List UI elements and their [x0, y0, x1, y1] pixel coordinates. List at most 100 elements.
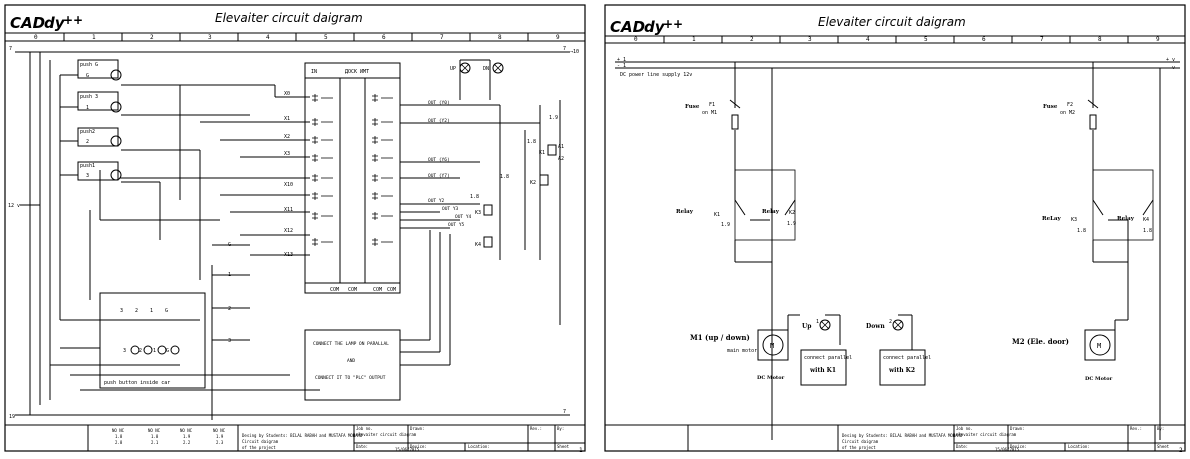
dc-motor-icon [1089, 334, 1111, 356]
top-bus-arrow: →10 [570, 49, 579, 55]
col-label: 3 [808, 36, 812, 43]
lamp-icon [130, 345, 140, 355]
svg-text:CAD: CAD [610, 18, 645, 36]
lamp-down-icon [892, 319, 904, 331]
lamp-icon [110, 101, 122, 113]
svg-text:X11: X11 [284, 207, 293, 213]
svg-text:OUT Y4: OUT Y4 [455, 214, 472, 220]
down-sup: 2 [889, 319, 892, 325]
sheet-2-border [604, 4, 1186, 452]
plc-input-labels: X0 X1 X2 X3 X10 X11 X12 X13 [284, 91, 293, 258]
plc-block [304, 62, 401, 294]
top-bus-right-label: 7 [563, 46, 566, 52]
sheet-1-column-ruler: 0 1 2 3 4 5 6 7 8 9 [34, 33, 560, 41]
motor-2-symbol: M [1097, 342, 1101, 350]
svg-text:K2: K2 [530, 180, 536, 186]
svg-text:push2: push2 [80, 129, 95, 135]
push-labels: push G G push 3 1 push2 2 push1 3 [80, 62, 98, 179]
lamp-icon [143, 345, 153, 355]
note-text: CONNECT THE LAMP ON PARALLAL AND CONNECT… [313, 341, 389, 381]
svg-text:2: 2 [135, 308, 138, 314]
svg-text:3: 3 [120, 308, 123, 314]
svg-text:X13: X13 [284, 252, 293, 258]
sheet-2: CAD dy ++ Elevaiter circuit daigram 0 1 … [604, 4, 1186, 454]
col-label: 3 [208, 34, 212, 41]
svg-text:Sheet: Sheet [1157, 444, 1170, 449]
up-sup: 1 [816, 319, 819, 325]
relay-c-ref: K3 [1071, 217, 1077, 223]
relay-a-label: Relay [676, 209, 694, 215]
sheet-1-title: Elevaiter circuit daigram [215, 11, 363, 25]
plc-output-labels: OUT (Y0) OUT (Y2) OUT (Y6) OUT (Y7) OUT … [428, 100, 472, 228]
svg-text:Device:: Device: [410, 444, 427, 449]
sheet-1: CAD dy ++ Elevaiter circuit daigram 0 1 … [4, 4, 586, 454]
svg-text:++: ++ [63, 13, 83, 27]
svg-text:1.9: 1.9 [183, 434, 191, 439]
svg-text:K1: K1 [539, 150, 545, 156]
relay-d-ref: K4 [1143, 217, 1149, 223]
relay-coil-k3 [483, 204, 493, 216]
motor-m1 [757, 262, 800, 361]
svg-text:G: G [228, 242, 231, 248]
sheet-2-logo: CAD dy ++ [610, 17, 683, 36]
fuse-1-label: Fuse [685, 104, 700, 110]
svg-text:CONNECT THE LAMP ON PARALLAL: CONNECT THE LAMP ON PARALLAL [313, 341, 389, 347]
svg-text:CAD: CAD [10, 14, 45, 32]
switch-labels: G 1 2 3 [228, 242, 231, 344]
svg-text:Date:: Date: [956, 444, 968, 449]
col-label: 4 [866, 36, 870, 43]
lamp-icon [110, 169, 122, 181]
relay-d-pos: 1.8 [1143, 228, 1152, 234]
sheet-1-bus-lines [15, 51, 570, 416]
svg-text:G: G [166, 348, 169, 354]
col-label: 9 [1156, 36, 1160, 43]
svg-text:2.1: 2.1 [151, 440, 159, 445]
sheet-1-logo: CAD dy ++ [10, 13, 83, 32]
svg-text:1.8: 1.8 [527, 139, 536, 145]
svg-text:AND: AND [347, 358, 355, 364]
svg-text:Job no.: Job no. [956, 426, 973, 431]
svg-text:1: 1 [150, 308, 153, 314]
svg-text:K4: K4 [475, 242, 481, 248]
up-down-lamps [800, 314, 926, 386]
svg-text:Desing by Students: BILAL RABA: Desing by Students: BILAL RABAH and MUST… [242, 433, 363, 438]
svg-text:2.3: 2.3 [216, 440, 224, 445]
svg-text:G: G [165, 308, 168, 314]
lamp-up-icon [819, 319, 831, 331]
svg-text:dy: dy [644, 18, 666, 36]
svg-text:2.8: 2.8 [115, 440, 123, 445]
svg-text:NO NC: NO NC [180, 428, 193, 433]
svg-text:X1: X1 [284, 116, 290, 122]
svg-text:X0: X0 [284, 91, 290, 97]
fuse-2-sub: on M2 [1060, 110, 1075, 116]
svg-text:OUT (Y7): OUT (Y7) [428, 173, 450, 179]
note-box [304, 230, 451, 401]
dc-supply-rails [615, 61, 1180, 440]
svg-text:3: 3 [123, 348, 126, 354]
svg-text:CONNECT IT TO "PLC" OUTPUT: CONNECT IT TO "PLC" OUTPUT [315, 375, 386, 381]
svg-text:Rev.:: Rev.: [530, 426, 542, 431]
svg-text:Circuit daigram: Circuit daigram [842, 439, 879, 444]
relay-b-ref: K2 [789, 210, 795, 216]
svg-text:1: 1 [228, 272, 231, 278]
svg-text:Location:: Location: [1068, 444, 1090, 449]
svg-text:15/06/2015: 15/06/2015 [995, 447, 1020, 452]
plc-com: COM [330, 287, 339, 293]
svg-text:1: 1 [86, 105, 89, 111]
svg-text:1.8: 1.8 [115, 434, 123, 439]
relay-coil-k4 [483, 236, 493, 248]
svg-text:Desing by Students: BILAL RABA: Desing by Students: BILAL RABAH and MUST… [842, 433, 963, 438]
fuse-2-ref: F2 [1067, 102, 1073, 108]
bottom-bus-right-label: 7 [563, 409, 566, 415]
svg-text:push G: push G [80, 62, 98, 68]
svg-text:Drawn:: Drawn: [1010, 426, 1024, 431]
sheet-1-border [4, 4, 586, 452]
plc-com: COM [373, 287, 382, 293]
svg-text:X12: X12 [284, 228, 293, 234]
col-label: 8 [1098, 36, 1102, 43]
fuse-f1-icon [731, 114, 739, 130]
lamp-dn-icon [492, 62, 504, 74]
col-label: 8 [498, 34, 502, 41]
svg-text:++: ++ [663, 17, 683, 31]
svg-text:1.8: 1.8 [151, 434, 159, 439]
